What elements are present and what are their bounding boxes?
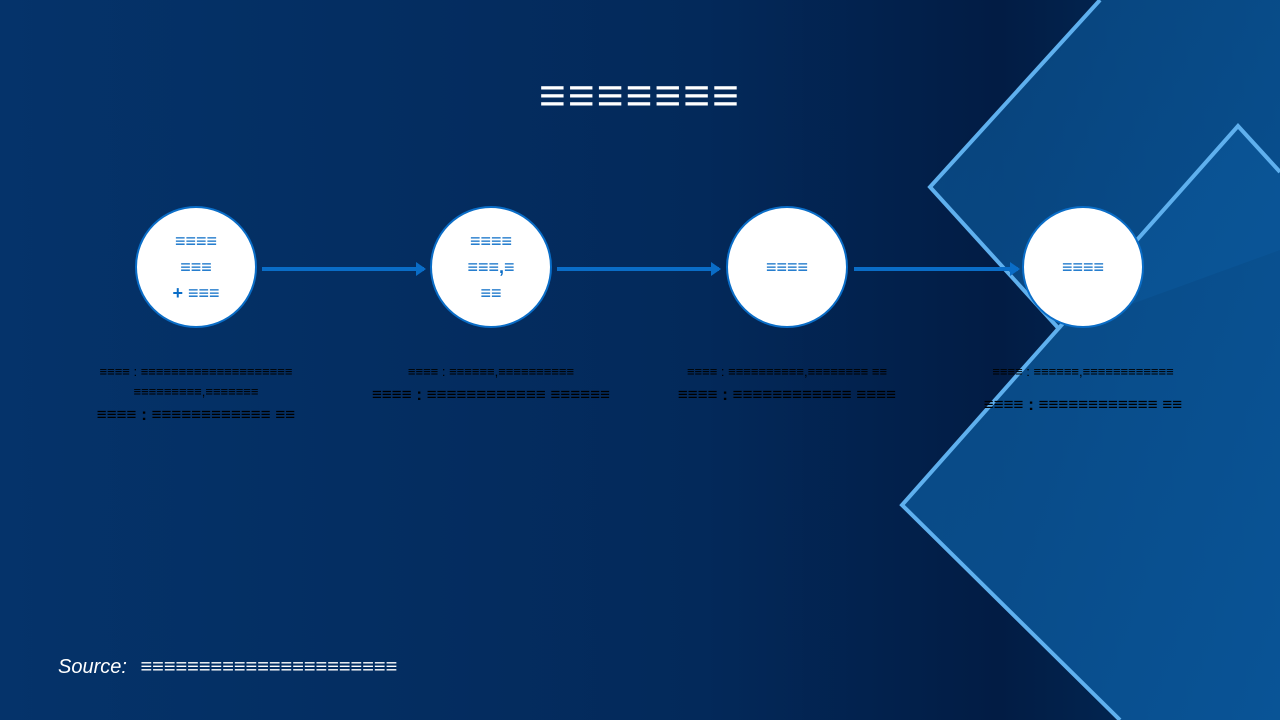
node-label: ≡≡≡≡ (765, 257, 808, 277)
description-text-emphasis: ≡≡≡≡ : ≡≡≡≡≡≡≡≡≡≡≡≡ ≡≡ (96, 405, 296, 424)
node-label: ≡≡≡≡ (469, 231, 512, 251)
node-label: ≡≡≡ (180, 257, 212, 277)
node-label: ≡≡≡≡ (174, 231, 217, 251)
arrow-connector-3 (854, 262, 1020, 276)
step-description-1: ≡≡≡≡ : ≡≡≡≡≡≡≡≡≡≡≡≡≡≡≡≡≡≡≡≡ ≡≡≡≡≡≡≡≡≡,≡≡… (61, 362, 331, 426)
node-label: ≡≡≡,≡ (467, 257, 515, 277)
source-text: ≡≡≡≡≡≡≡≡≡≡≡≡≡≡≡≡≡≡≡≡≡≡ (140, 656, 398, 678)
node-label: + ≡≡≡ (172, 283, 220, 303)
process-node-1: ≡≡≡≡ ≡≡≡ + ≡≡≡ (135, 206, 257, 328)
description-text: ≡≡≡≡ : ≡≡≡≡≡≡,≡≡≡≡≡≡≡≡≡≡ (407, 364, 575, 379)
arrow-connector-2 (557, 262, 721, 276)
node-label: ≡≡≡≡ (1061, 257, 1104, 277)
description-text-emphasis: ≡≡≡≡ : ≡≡≡≡≡≡≡≡≡≡≡≡ ≡≡≡≡≡≡ (371, 385, 611, 404)
description-text-emphasis: ≡≡≡≡ : ≡≡≡≡≡≡≡≡≡≡≡≡ ≡≡≡≡ (677, 385, 897, 404)
description-text-emphasis: ≡≡≡≡ : ≡≡≡≡≡≡≡≡≡≡≡≡ ≡≡ (983, 395, 1183, 414)
source-note: Source: ≡≡≡≡≡≡≡≡≡≡≡≡≡≡≡≡≡≡≡≡≡≡ (58, 656, 397, 679)
step-description-2: ≡≡≡≡ : ≡≡≡≡≡≡,≡≡≡≡≡≡≡≡≡≡ ≡≡≡≡ : ≡≡≡≡≡≡≡≡… (356, 362, 626, 406)
front-diamond-shape (902, 126, 1280, 720)
process-node-4: ≡≡≡≡ (1022, 206, 1144, 328)
description-text: ≡≡≡≡ : ≡≡≡≡≡≡,≡≡≡≡≡≡≡≡≡≡≡≡ (992, 364, 1174, 379)
step-description-3: ≡≡≡≡ : ≡≡≡≡≡≡≡≡≡≡,≡≡≡≡≡≡≡≡ ≡≡ ≡≡≡≡ : ≡≡≡… (652, 362, 922, 406)
process-node-2: ≡≡≡≡ ≡≡≡,≡ ≡≡ (430, 206, 552, 328)
source-label: Source: (58, 656, 127, 678)
arrow-connector-1 (262, 262, 426, 276)
description-text: ≡≡≡≡ : ≡≡≡≡≡≡≡≡≡≡,≡≡≡≡≡≡≡≡ ≡≡ (686, 364, 888, 379)
slide-title: ≡≡≡≡≡≡≡ (539, 69, 741, 121)
process-node-3: ≡≡≡≡ (726, 206, 848, 328)
description-text: ≡≡≡≡ : ≡≡≡≡≡≡≡≡≡≡≡≡≡≡≡≡≡≡≡≡ ≡≡≡≡≡≡≡≡≡,≡≡… (99, 364, 293, 399)
back-diamond-outline (927, 0, 1102, 332)
step-description-4: ≡≡≡≡ : ≡≡≡≡≡≡,≡≡≡≡≡≡≡≡≡≡≡≡ ≡≡≡≡ : ≡≡≡≡≡≡… (948, 362, 1218, 416)
node-label: ≡≡ (480, 283, 502, 303)
